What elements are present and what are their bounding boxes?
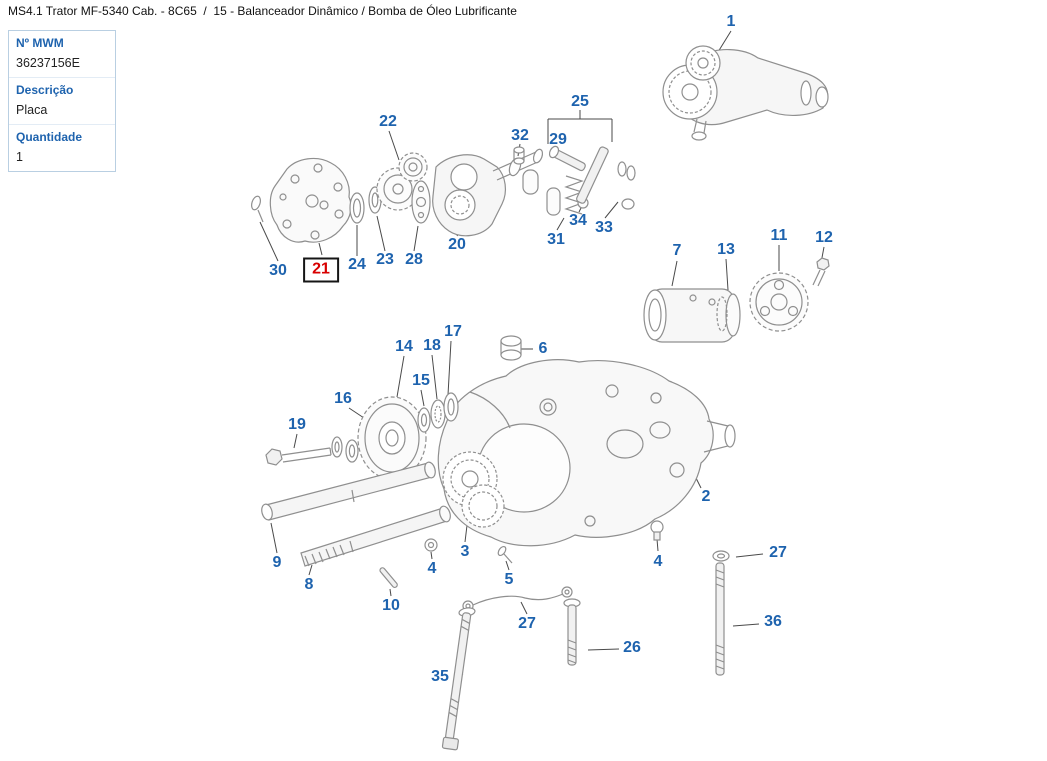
field-value-quantity: 1 — [16, 150, 23, 164]
callout-28[interactable]: 28 — [405, 251, 423, 268]
part-pump-body-20 — [432, 148, 544, 237]
part-housing-2 — [437, 359, 736, 547]
part-oil-pump-assembly-1 — [662, 45, 829, 141]
callout-9[interactable]: 9 — [272, 554, 282, 571]
callout-16[interactable]: 16 — [334, 390, 352, 407]
callout-31[interactable]: 31 — [547, 231, 565, 248]
field-value-description: Placa — [16, 103, 48, 117]
callout-25[interactable]: 25 — [571, 93, 589, 110]
part-plug-4-right — [650, 520, 664, 541]
callout-36[interactable]: 36 — [764, 613, 782, 630]
part-plate-28 — [411, 180, 431, 224]
callout-30[interactable]: 30 — [269, 262, 287, 279]
field-label-description: Descrição — [16, 83, 74, 97]
callout-3[interactable]: 3 — [460, 543, 470, 560]
callout-20[interactable]: 20 — [448, 236, 466, 253]
callout-19[interactable]: 19 — [288, 416, 306, 433]
callout-4-right[interactable]: 4 — [653, 553, 663, 570]
callout-10[interactable]: 10 — [382, 597, 400, 614]
callout-6[interactable]: 6 — [538, 340, 548, 357]
part-balancer-weight-7 — [643, 288, 741, 343]
callout-15[interactable]: 15 — [412, 372, 430, 389]
field-mwm-number: Nº MWM 36237156E — [9, 31, 115, 78]
part-pin-5 — [497, 545, 513, 564]
callout-11[interactable]: 11 — [770, 227, 788, 244]
field-label-mwm: Nº MWM — [16, 36, 64, 50]
leader-lines — [259, 30, 825, 679]
part-bearing-18 — [430, 399, 446, 429]
part-drive-gear-11 — [749, 272, 809, 332]
callout-8[interactable]: 8 — [304, 576, 314, 593]
field-description: Descrição Placa — [9, 78, 115, 125]
part-dowel-pin-10 — [379, 567, 398, 588]
part-relief-valve-group-25 — [513, 145, 636, 216]
part-ring-17 — [443, 392, 459, 422]
callout-32[interactable]: 32 — [511, 127, 529, 144]
callout-24[interactable]: 24 — [348, 256, 366, 273]
callout-26[interactable]: 26 — [623, 639, 641, 656]
part-bolt-35 — [441, 607, 476, 751]
part-pin-30 — [251, 195, 264, 223]
part-balance-shaft-8 — [300, 505, 451, 567]
part-bolt-26 — [563, 598, 581, 666]
part-idler-gear-16 — [357, 396, 427, 480]
part-bolt-12 — [812, 257, 830, 287]
part-pump-rotors-22 — [376, 152, 428, 211]
callout-27-right[interactable]: 27 — [769, 544, 787, 561]
part-plate-21[interactable] — [269, 157, 352, 243]
breadcrumb-title: MS4.1 Trator MF-5340 Cab. - 8C65 / 15 - … — [8, 4, 517, 18]
callout-21-selected[interactable]: 21 — [303, 257, 339, 283]
part-breather-cap-6 — [500, 335, 522, 361]
callout-12[interactable]: 12 — [815, 229, 833, 246]
callout-22[interactable]: 22 — [379, 113, 397, 130]
callout-5[interactable]: 5 — [504, 571, 514, 588]
part-bolt-19 — [265, 447, 332, 466]
callout-14[interactable]: 14 — [395, 338, 413, 355]
callout-2[interactable]: 2 — [701, 488, 711, 505]
callout-23[interactable]: 23 — [376, 251, 394, 268]
callout-1[interactable]: 1 — [726, 13, 736, 30]
callout-35[interactable]: 35 — [431, 668, 449, 685]
part-washer-15 — [417, 407, 431, 433]
part-washers-gear-train — [331, 436, 359, 463]
part-stud-36 — [715, 562, 725, 676]
part-snap-washer-27-right — [712, 550, 730, 562]
field-quantity: Quantidade 1 — [9, 125, 115, 171]
callout-7[interactable]: 7 — [672, 242, 682, 259]
part-gasket-24 — [349, 192, 365, 224]
callout-17[interactable]: 17 — [444, 323, 462, 340]
callout-27-left[interactable]: 27 — [518, 615, 536, 632]
callout-4-left[interactable]: 4 — [427, 560, 437, 577]
part-bushing-13 — [716, 296, 728, 332]
callout-33[interactable]: 33 — [595, 219, 613, 236]
callout-34[interactable]: 34 — [569, 212, 587, 229]
callout-18[interactable]: 18 — [423, 337, 441, 354]
part-splined-bore-3 — [442, 451, 505, 528]
callout-13[interactable]: 13 — [717, 241, 735, 258]
callout-29[interactable]: 29 — [549, 131, 567, 148]
field-label-quantity: Quantidade — [16, 130, 83, 144]
part-washer-4-left — [424, 538, 438, 552]
part-info-panel: Nº MWM 36237156E Descrição Placa Quantid… — [8, 30, 116, 172]
field-value-mwm: 36237156E — [16, 56, 80, 70]
part-wire-clip-27-left — [462, 586, 573, 612]
part-shaft-9 — [261, 461, 436, 521]
